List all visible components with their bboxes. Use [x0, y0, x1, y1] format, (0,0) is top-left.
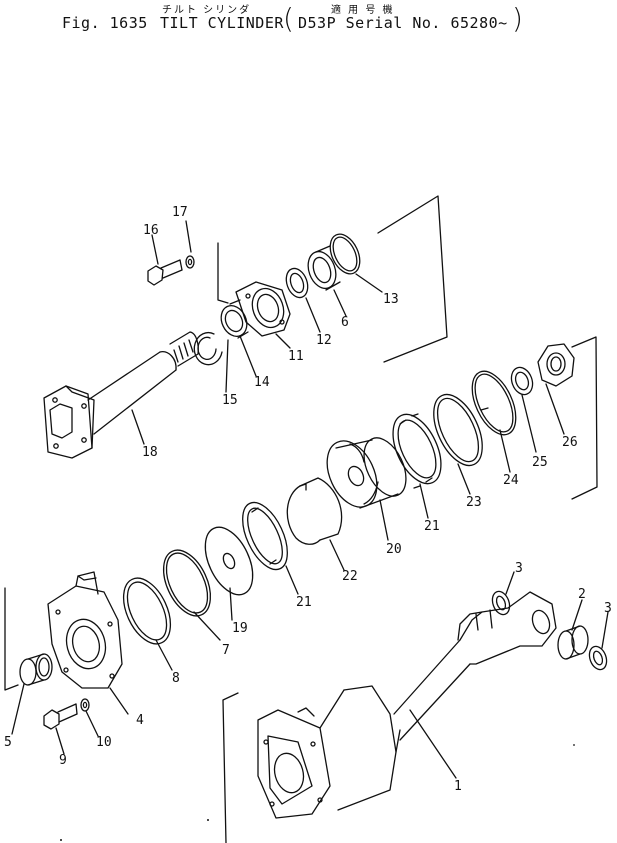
bushing-part-2 [557, 625, 589, 660]
callout-20: 20 [386, 542, 402, 557]
callout-12: 12 [316, 333, 332, 348]
serial-number: D53P Serial No. 65280~ [298, 14, 508, 32]
callout-23: 23 [466, 495, 482, 510]
title-japanese: チルト シリンダ [162, 5, 252, 16]
callout-4: 4 [136, 713, 144, 728]
shim-plate-part-19 [204, 526, 254, 596]
callout-19: 19 [232, 621, 248, 636]
washer-part-25 [510, 366, 534, 396]
callout-numbers: 1 2 3 3 4 5 6 7 8 9 10 11 12 13 14 15 16… [4, 205, 612, 794]
snap-ring-part-15 [193, 331, 223, 366]
callout-22: 22 [342, 569, 358, 584]
scan-dots [60, 744, 575, 841]
piston-rod-part-18 [43, 331, 199, 459]
cylinder-head-part-4 [47, 571, 123, 689]
callout-16: 16 [143, 223, 159, 238]
callout-26: 26 [562, 435, 578, 450]
callout-1: 1 [454, 779, 462, 794]
callout-21-upper: 21 [424, 519, 440, 534]
bushing-part-14 [220, 299, 249, 339]
assembly-bracket-lines [4, 195, 598, 843]
callout-15: 15 [222, 393, 238, 408]
callout-13: 13 [383, 292, 399, 307]
callout-24: 24 [503, 473, 519, 488]
callout-17: 17 [172, 205, 188, 220]
callout-21-lower: 21 [296, 595, 312, 610]
washer-part-17 [185, 255, 195, 269]
nut-part-26 [537, 343, 575, 387]
figure-title: TILT CYLINDER [160, 14, 284, 32]
backup-ring-part-8 [122, 577, 172, 645]
dust-seal-part-6 [307, 245, 341, 291]
bolt-part-16 [147, 259, 183, 286]
callout-14: 14 [254, 375, 270, 390]
seal-part-3-upper [491, 590, 511, 616]
callout-10: 10 [96, 735, 112, 750]
bolt-part-9 [43, 703, 78, 730]
seal-part-3-lower [588, 645, 608, 671]
callout-6: 6 [341, 315, 349, 330]
o-ring-part-13 [329, 233, 361, 275]
packing-part-12 [285, 267, 309, 299]
piston-ring-part-21-lower [242, 501, 288, 571]
washer-part-10 [80, 698, 90, 712]
callout-3b: 3 [604, 601, 612, 616]
callout-7: 7 [222, 643, 230, 658]
close-paren: ) [512, 2, 523, 35]
wear-ring-part-23 [433, 393, 483, 467]
open-paren: ( [283, 2, 294, 35]
callout-9: 9 [59, 753, 67, 768]
callout-18: 18 [142, 445, 158, 460]
figure-header: チルト シリンダ 適 用 号 機 Fig. 1635 TILT CYLINDER… [0, 0, 617, 40]
rod-cover-part-11 [235, 281, 291, 337]
o-ring-part-7 [162, 549, 212, 617]
cylinder-tube-part-1 [257, 591, 557, 819]
snap-ring-part-24 [471, 370, 517, 436]
piston-part-20 [326, 437, 407, 509]
split-ring-part-22 [286, 477, 343, 545]
applicable-japanese: 適 用 号 機 [331, 5, 395, 16]
callout-3a: 3 [515, 561, 523, 576]
callout-2: 2 [578, 587, 586, 602]
figure-number: Fig. 1635 [62, 14, 148, 32]
piston-ring-part-21-upper [392, 413, 442, 489]
bushing-part-5 [19, 653, 53, 686]
callout-8: 8 [172, 671, 180, 686]
callout-11: 11 [288, 349, 304, 364]
leader-lines [11, 220, 609, 779]
callout-25: 25 [532, 455, 548, 470]
callout-5: 5 [4, 735, 12, 750]
